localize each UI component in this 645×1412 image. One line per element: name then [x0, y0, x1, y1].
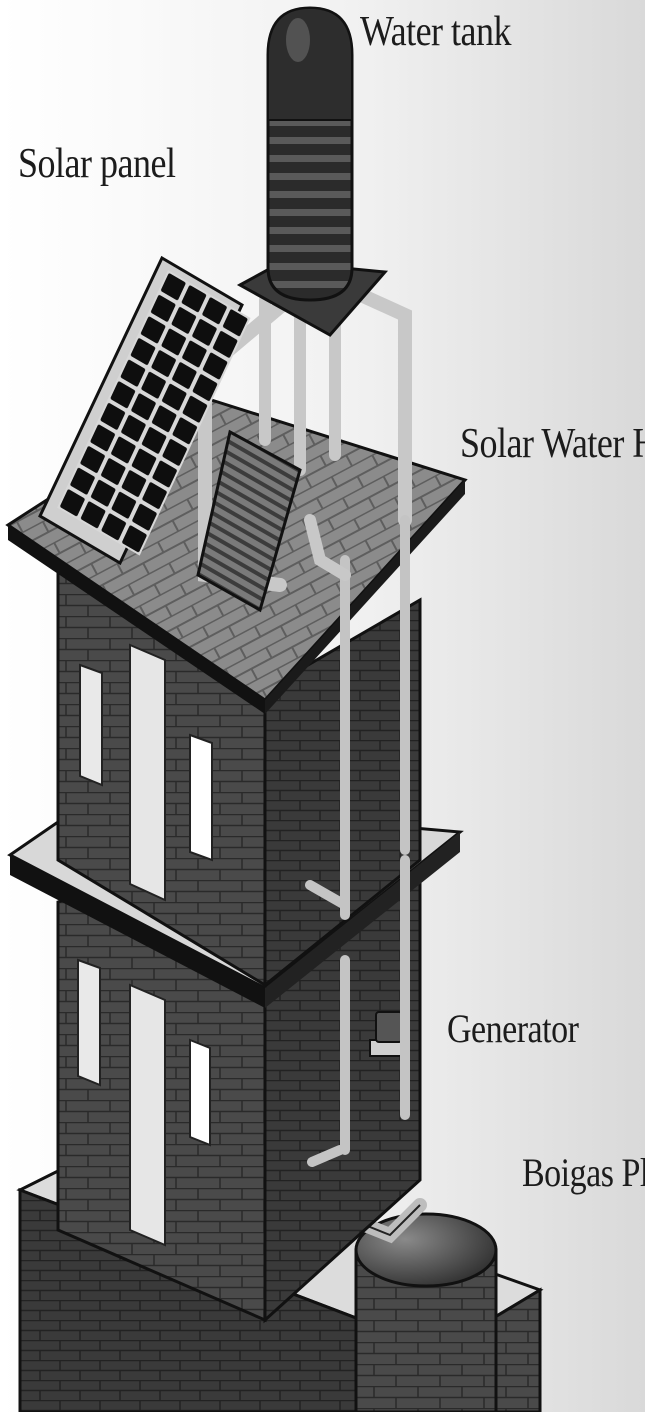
water-tank-label: Water tank [360, 7, 512, 55]
solar-panel-label: Solar panel [18, 139, 176, 187]
water-tank [236, 6, 389, 337]
biogas-plant [283, 1188, 498, 1412]
generator-label: Generator [447, 1008, 579, 1052]
solar-water-heater [196, 429, 302, 613]
solar-water-heater-label: Solar Water Heater [460, 419, 645, 467]
biogas-plant-label: Boigas Plant [522, 1152, 645, 1196]
ground-floor [56, 866, 422, 1324]
solar-panel [38, 255, 251, 566]
